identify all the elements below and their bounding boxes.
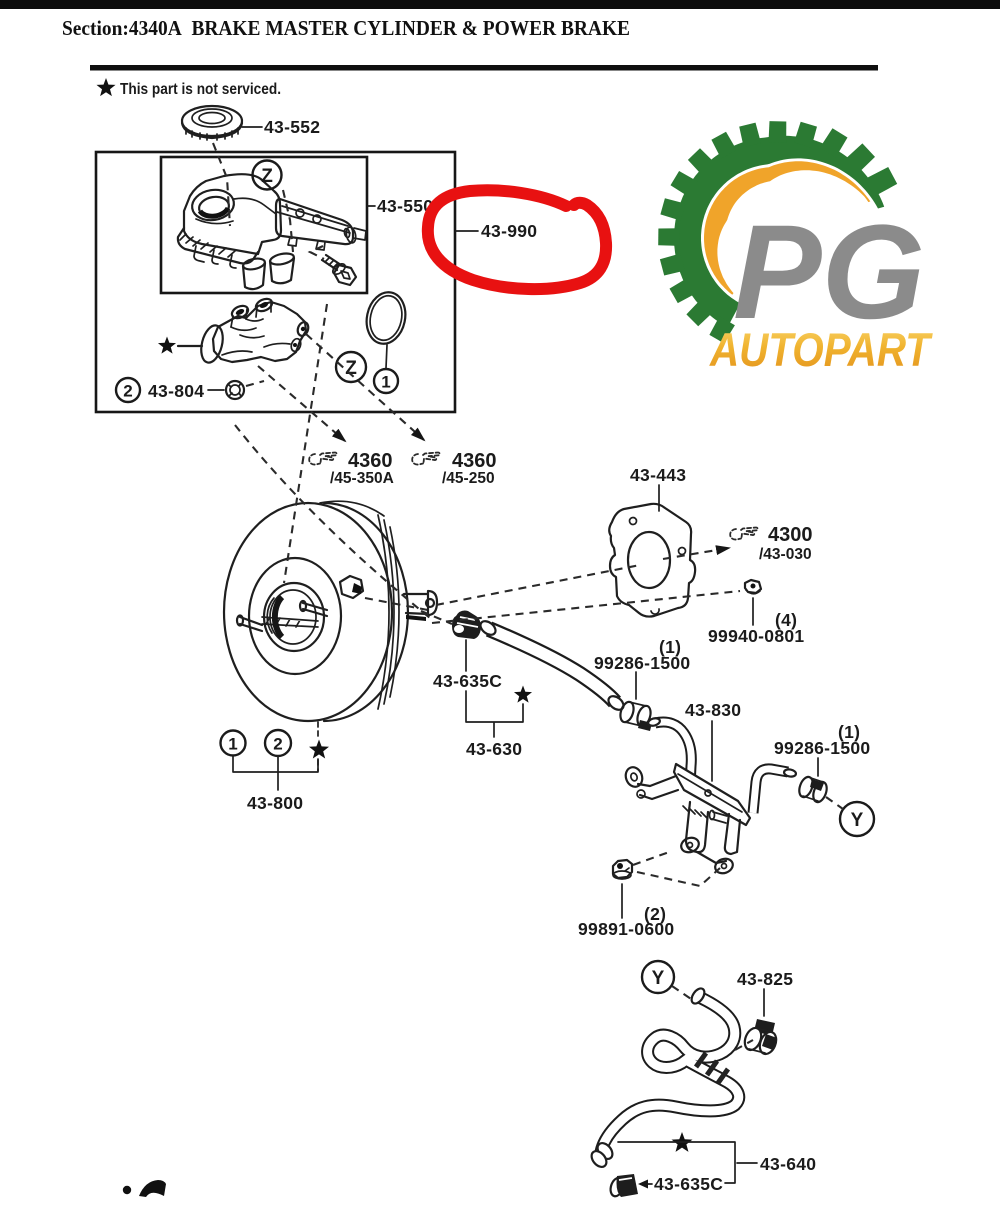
- svg-text:Z: Z: [345, 358, 357, 379]
- svg-text:(1): (1): [838, 722, 860, 742]
- svg-text:43-635C: 43-635C: [433, 671, 502, 691]
- svg-text:Y: Y: [652, 968, 665, 989]
- svg-text:99891-0600: 99891-0600: [578, 919, 674, 939]
- svg-text:43-552: 43-552: [264, 117, 320, 137]
- svg-text:43-640: 43-640: [760, 1154, 816, 1174]
- svg-text:AUTOPART: AUTOPART: [709, 323, 934, 376]
- svg-text:Y: Y: [851, 810, 864, 831]
- svg-text:43-630: 43-630: [466, 739, 522, 759]
- svg-text:4360: 4360: [348, 450, 393, 472]
- svg-text:4360: 4360: [452, 450, 497, 472]
- svg-text:(1): (1): [659, 637, 681, 657]
- svg-text:(4): (4): [775, 610, 797, 630]
- svg-text:43-825: 43-825: [737, 969, 793, 989]
- svg-text:PG: PG: [733, 198, 925, 347]
- svg-text:4300: 4300: [768, 524, 813, 546]
- svg-text:43-635C: 43-635C: [654, 1174, 723, 1194]
- svg-text:1: 1: [381, 373, 390, 392]
- svg-text:/45-250: /45-250: [442, 470, 495, 487]
- svg-text:2: 2: [273, 735, 282, 754]
- svg-text:(2): (2): [644, 904, 666, 924]
- svg-text:99286-1500: 99286-1500: [774, 738, 870, 758]
- svg-text:Section:4340A BRAKE MASTER CY: Section:4340A BRAKE MASTER CYLINDER & PO…: [62, 16, 630, 40]
- svg-text:This part is not serviced.: This part is not serviced.: [120, 81, 281, 98]
- svg-text:Z: Z: [261, 166, 273, 187]
- svg-text:/43-030: /43-030: [759, 546, 812, 563]
- svg-text:43-830: 43-830: [685, 700, 741, 720]
- svg-text:1: 1: [228, 735, 237, 754]
- svg-text:43-990: 43-990: [481, 221, 537, 241]
- svg-text:/45-350A: /45-350A: [330, 470, 394, 487]
- svg-text:43-804: 43-804: [148, 381, 204, 401]
- svg-text:99940-0801: 99940-0801: [708, 626, 804, 646]
- svg-text:99286-1500: 99286-1500: [594, 653, 690, 673]
- svg-text:2: 2: [123, 382, 132, 401]
- svg-text:43-800: 43-800: [247, 793, 303, 813]
- svg-text:43-550: 43-550: [377, 196, 433, 216]
- svg-text:43-443: 43-443: [630, 465, 686, 485]
